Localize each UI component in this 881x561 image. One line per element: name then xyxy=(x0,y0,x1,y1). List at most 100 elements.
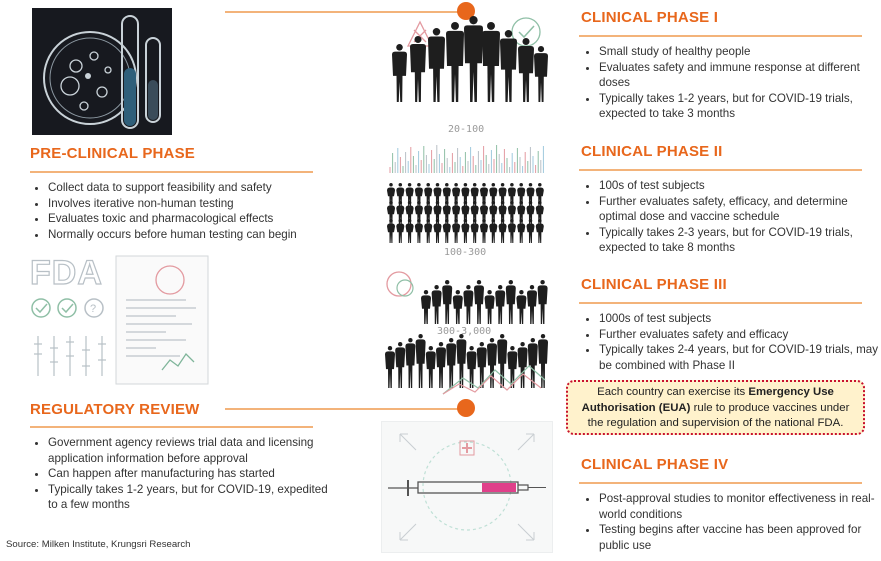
person-silhouette-icon xyxy=(505,280,516,324)
eua-text-pre: Each country can exercise its xyxy=(597,386,749,398)
person-silhouette-icon xyxy=(470,219,479,243)
top-connector-line xyxy=(225,11,465,13)
phase2-rule xyxy=(579,169,862,171)
person-silhouette-icon xyxy=(497,334,508,388)
person-silhouette-icon xyxy=(433,219,442,243)
person-silhouette-icon xyxy=(516,290,527,324)
person-silhouette-icon xyxy=(507,346,518,388)
syringe-icon xyxy=(388,433,546,541)
person-silhouette-icon xyxy=(405,338,416,388)
person-silhouette-icon xyxy=(446,338,457,388)
list-item: 1000s of test subjects xyxy=(599,311,881,327)
person-silhouette-icon xyxy=(489,219,498,243)
phase2-people-graphic xyxy=(387,145,544,243)
person-silhouette-icon xyxy=(405,183,414,207)
phase3-title: CLINICAL PHASE III xyxy=(581,276,727,293)
phase2-title: CLINICAL PHASE II xyxy=(581,143,723,160)
phase3-rule xyxy=(579,302,862,304)
person-silhouette-icon xyxy=(405,219,414,243)
person-silhouette-icon xyxy=(538,334,548,388)
person-silhouette-icon xyxy=(415,334,426,388)
regulatory-title: REGULATORY REVIEW xyxy=(30,401,200,418)
source-note: Source: Milken Institute, Krungsri Resea… xyxy=(6,539,191,550)
person-silhouette-icon xyxy=(461,183,470,207)
person-silhouette-icon xyxy=(452,290,463,324)
phase1-people-graphic xyxy=(392,16,548,103)
person-silhouette-icon xyxy=(470,201,479,225)
person-silhouette-icon xyxy=(537,280,548,324)
preclinical-title: PRE-CLINICAL PHASE xyxy=(30,145,196,162)
person-silhouette-icon xyxy=(498,183,507,207)
person-silhouette-icon xyxy=(474,280,484,324)
person-silhouette-icon xyxy=(442,201,451,225)
list-item: Involves iterative non-human testing xyxy=(48,196,333,212)
eua-callout: Each country can exercise its Emergency … xyxy=(566,380,865,435)
decorative-line xyxy=(442,373,542,395)
eua-text-bold: Emergency Use Authorisation (EUA) xyxy=(581,386,834,414)
person-silhouette-icon xyxy=(517,201,526,225)
list-item: Typically takes 1-2 years, but for COVID… xyxy=(599,91,881,122)
fda-logo: FDA xyxy=(29,253,103,292)
person-silhouette-icon xyxy=(414,183,423,207)
phase4-title: CLINICAL PHASE IV xyxy=(581,456,729,473)
person-silhouette-icon xyxy=(442,219,451,243)
phase4-bullets: Post-approval studies to monitor effecti… xyxy=(581,491,881,553)
person-silhouette-icon xyxy=(442,183,451,207)
fda-checklist-graphic: ? xyxy=(31,255,209,385)
person-silhouette-icon xyxy=(436,342,446,388)
person-silhouette-icon xyxy=(410,36,426,102)
phase3-count-label: 300-3,000 xyxy=(437,326,492,337)
svg-text:?: ? xyxy=(90,303,96,315)
person-silhouette-icon xyxy=(480,219,488,243)
person-silhouette-icon xyxy=(489,183,498,207)
person-silhouette-icon xyxy=(517,219,526,243)
list-item: 100s of test subjects xyxy=(599,178,881,194)
person-silhouette-icon xyxy=(487,338,497,388)
person-silhouette-icon xyxy=(405,201,414,225)
person-silhouette-icon xyxy=(428,28,445,103)
list-item: Can happen after manufacturing has start… xyxy=(48,466,333,482)
person-silhouette-icon xyxy=(498,201,507,225)
person-silhouette-icon xyxy=(464,16,483,102)
person-silhouette-icon xyxy=(482,22,500,103)
person-silhouette-icon xyxy=(396,219,405,243)
preclinical-bullets: Collect data to support feasibility and … xyxy=(30,180,333,242)
phase2-count-label: 100-300 xyxy=(444,247,487,258)
person-silhouette-icon xyxy=(433,201,442,225)
bottom-connector-line xyxy=(225,408,465,410)
list-item: Evaluates toxic and pharmacological effe… xyxy=(48,211,333,227)
list-item: Typically takes 1-2 years, but for COVID… xyxy=(48,482,333,513)
person-silhouette-icon xyxy=(456,334,467,388)
list-item: Small study of healthy people xyxy=(599,44,881,60)
regulatory-rule xyxy=(30,426,313,428)
list-item: Further evaluates safety, efficacy, and … xyxy=(599,194,881,225)
list-item: Further evaluates safety and efficacy xyxy=(599,327,881,343)
person-silhouette-icon xyxy=(421,290,431,324)
person-silhouette-icon xyxy=(470,183,479,207)
person-silhouette-icon xyxy=(498,219,507,243)
person-silhouette-icon xyxy=(385,346,395,388)
person-silhouette-icon xyxy=(387,201,395,225)
phase3-people-graphic xyxy=(385,271,548,395)
person-silhouette-icon xyxy=(476,342,487,388)
list-item: Typically takes 2-4 years, but for COVID… xyxy=(599,342,881,373)
fda-illustration: FDA ? xyxy=(29,252,210,387)
person-silhouette-icon xyxy=(433,183,442,207)
person-silhouette-icon xyxy=(387,183,395,207)
person-silhouette-icon xyxy=(461,219,470,243)
person-silhouette-icon xyxy=(395,342,406,388)
person-silhouette-icon xyxy=(527,338,538,388)
person-silhouette-icon xyxy=(392,44,407,102)
person-silhouette-icon xyxy=(480,201,488,225)
list-item: Testing begins after vaccine has been ap… xyxy=(599,522,881,553)
phase1-rule xyxy=(579,35,862,37)
person-silhouette-icon xyxy=(466,346,477,388)
list-item: Typically takes 2-3 years, but for COVID… xyxy=(599,225,881,256)
person-silhouette-icon xyxy=(495,285,506,324)
person-silhouette-icon xyxy=(518,38,534,102)
person-silhouette-icon xyxy=(414,219,423,243)
person-silhouette-icon xyxy=(517,183,526,207)
person-silhouette-icon xyxy=(446,22,464,103)
list-item: Government agency reviews trial data and… xyxy=(48,435,333,466)
person-silhouette-icon xyxy=(526,201,535,225)
